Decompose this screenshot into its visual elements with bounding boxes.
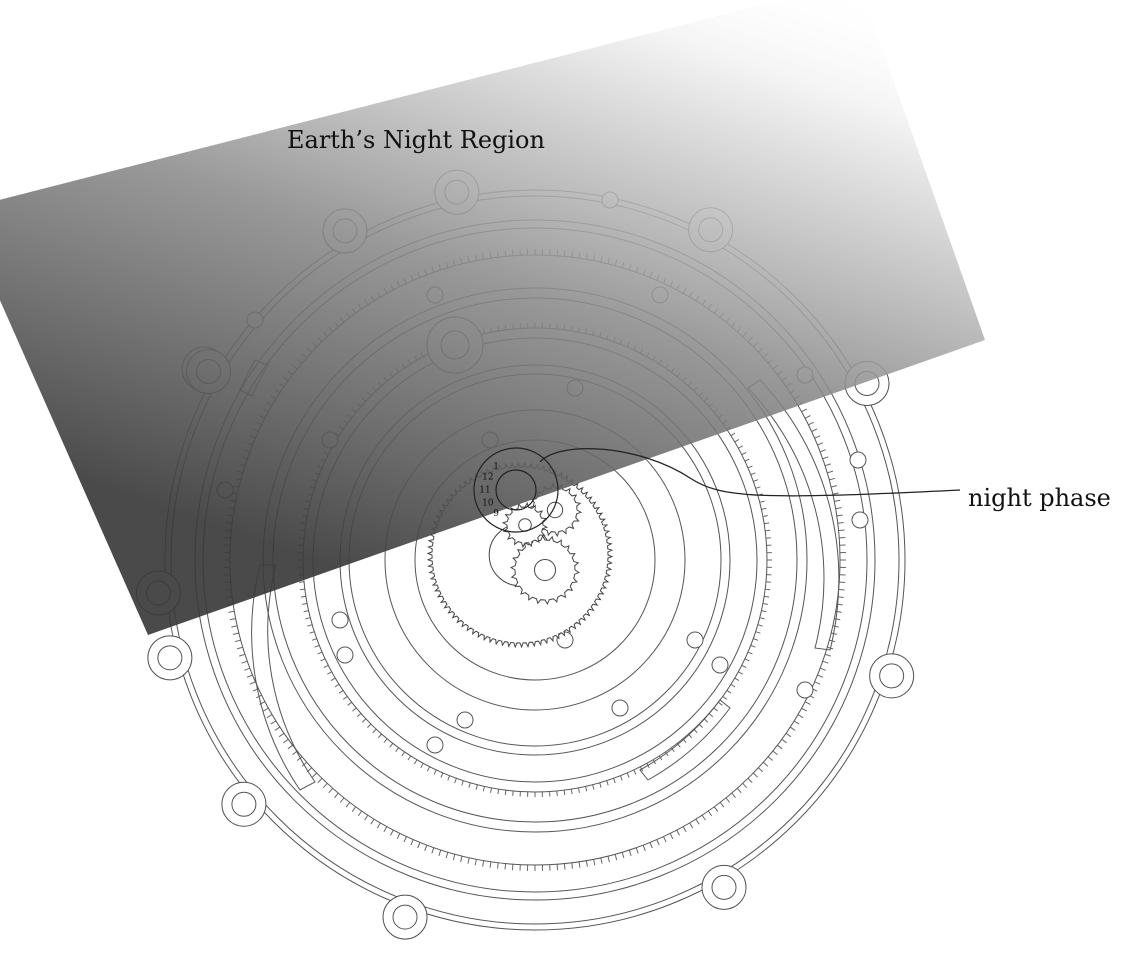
screw-hole-18	[331, 611, 349, 629]
screw-hole-15	[426, 736, 444, 754]
screw-hole-6	[849, 451, 867, 469]
lug-hole-0	[231, 791, 257, 817]
screw-hole-16	[556, 631, 574, 649]
lug-hole-8	[392, 904, 418, 930]
dial-inner	[495, 469, 537, 511]
night-region-label: Earth’s Night Region	[287, 126, 545, 154]
dial-numeral-10: 10	[482, 499, 494, 509]
night-phase-leader-line	[539, 448, 961, 497]
slot-lower-right	[639, 699, 731, 781]
slot-left	[251, 564, 316, 791]
dial-outer	[473, 447, 559, 533]
lug-hole-7	[711, 874, 737, 900]
screw-hole-14	[611, 699, 629, 717]
pinion-center	[510, 535, 580, 605]
screw-hole-9	[796, 681, 814, 699]
screw-hole-13	[456, 711, 474, 729]
lug-hole-9	[157, 645, 183, 671]
dial-numeral-1: 1	[493, 462, 499, 472]
slot-right	[747, 379, 840, 651]
dial-numeral-12: 12	[482, 472, 493, 482]
night-phase-dial: 910 11 121	[473, 447, 559, 533]
dial-numerals: 910 11 121	[479, 462, 499, 519]
screw-hole-10	[851, 511, 869, 529]
dial-numeral-11: 11	[479, 486, 490, 496]
night-region-shade	[0, 0, 985, 635]
screw-hole-12	[711, 656, 729, 674]
screw-hole-11	[336, 646, 354, 664]
pinion-small	[501, 501, 549, 549]
night-phase-label: night phase	[968, 484, 1111, 512]
dial-numeral-9: 9	[493, 509, 499, 519]
lug-hole-6	[879, 663, 905, 689]
screw-hole-17	[686, 631, 704, 649]
